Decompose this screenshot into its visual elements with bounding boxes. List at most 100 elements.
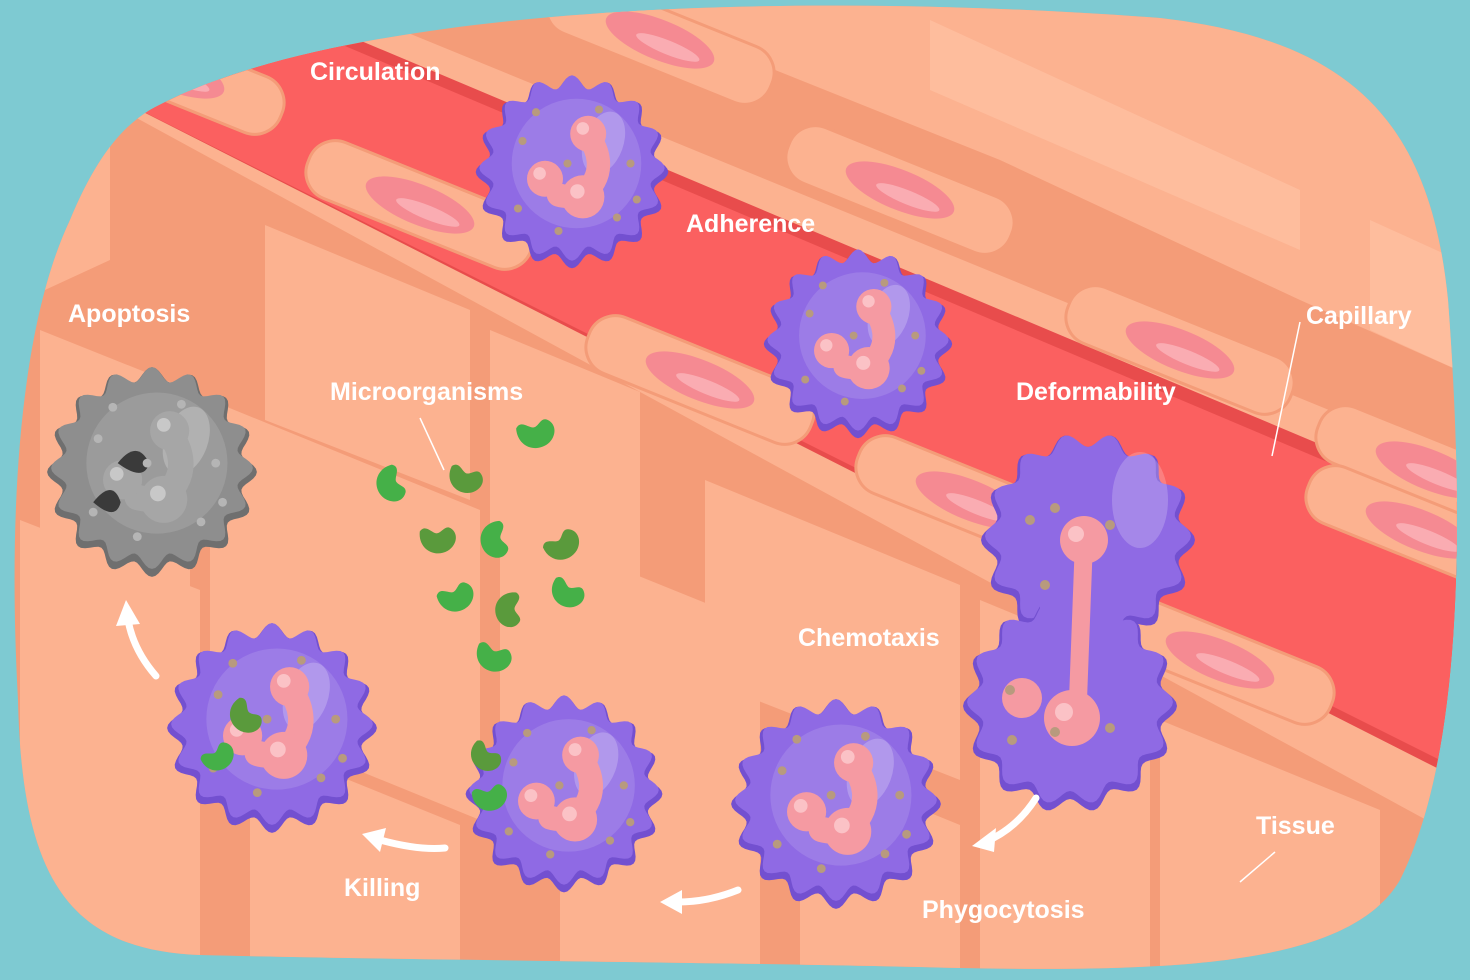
granule bbox=[818, 281, 827, 290]
label-deformability: Deformability bbox=[1016, 378, 1176, 406]
granule bbox=[142, 458, 152, 468]
nucleus bbox=[787, 743, 878, 855]
cycle-arrows bbox=[116, 600, 1040, 914]
microorganisms-pointer bbox=[419, 417, 445, 471]
labels: Circulation Adherence Capillary Deformab… bbox=[68, 58, 1412, 924]
granule bbox=[504, 827, 513, 836]
granule bbox=[88, 507, 98, 517]
granule bbox=[218, 497, 227, 507]
granule bbox=[1007, 735, 1017, 745]
label-capillary: Capillary bbox=[1306, 302, 1412, 330]
label-microorganisms: Microorganisms bbox=[330, 378, 523, 406]
label-phygocytosis: Phygocytosis bbox=[922, 896, 1085, 924]
microorganism bbox=[230, 697, 262, 733]
neutrophil-phygocytosis bbox=[731, 699, 941, 909]
tissue-cell bbox=[490, 330, 640, 590]
microorganism bbox=[516, 419, 555, 448]
granule bbox=[338, 753, 347, 763]
granule bbox=[316, 773, 326, 783]
granule bbox=[176, 399, 186, 409]
granule bbox=[619, 781, 628, 790]
neutrophils bbox=[47, 75, 1195, 909]
granule bbox=[880, 278, 889, 287]
microorganism bbox=[471, 784, 508, 811]
arrow-to-apoptosis-cell bbox=[362, 828, 449, 852]
granule bbox=[518, 136, 527, 146]
granule bbox=[546, 850, 555, 859]
neutrophil-killing bbox=[465, 695, 663, 893]
granule bbox=[1050, 727, 1060, 737]
granule bbox=[605, 836, 615, 845]
label-killing: Killing bbox=[344, 874, 420, 902]
granule bbox=[509, 758, 518, 767]
neutrophil-apoptosis bbox=[47, 367, 257, 577]
endothelial-cell bbox=[1104, 594, 1336, 726]
granule bbox=[523, 728, 532, 738]
neutrophil-deformability bbox=[963, 435, 1195, 811]
granule bbox=[777, 766, 787, 776]
tissue-cell bbox=[705, 480, 960, 780]
granule bbox=[252, 788, 262, 798]
granule bbox=[880, 849, 890, 859]
nucleus bbox=[814, 288, 896, 390]
granule bbox=[632, 195, 641, 204]
arrow-to-phygocytosis bbox=[972, 794, 1040, 852]
nucleus bbox=[518, 736, 603, 842]
granule bbox=[228, 658, 238, 668]
granule bbox=[902, 829, 911, 839]
tissue-cell bbox=[265, 225, 470, 500]
granule bbox=[262, 714, 272, 724]
microorganism bbox=[542, 529, 580, 560]
microorganism bbox=[476, 642, 512, 672]
granule bbox=[196, 517, 206, 527]
granule bbox=[626, 818, 635, 827]
endothelial-cell bbox=[784, 124, 1016, 256]
granule bbox=[1105, 520, 1115, 530]
granule bbox=[612, 213, 622, 222]
granule bbox=[792, 734, 802, 744]
granule bbox=[555, 781, 564, 790]
neutrophil-killing-done bbox=[167, 623, 377, 833]
granule bbox=[108, 402, 118, 412]
label-adherence: Adherence bbox=[686, 210, 815, 238]
granule bbox=[211, 458, 221, 468]
granule bbox=[917, 366, 926, 375]
microorganism bbox=[419, 527, 456, 554]
label-chemotaxis: Chemotaxis bbox=[798, 624, 940, 652]
granule bbox=[1040, 580, 1050, 590]
endothelial-cell bbox=[1064, 284, 1296, 416]
granule bbox=[513, 204, 523, 213]
granule bbox=[840, 397, 849, 406]
granule bbox=[1105, 723, 1115, 733]
microorganism bbox=[200, 742, 234, 771]
arrow-to-dead-cell bbox=[116, 600, 160, 680]
endothelial-cells bbox=[54, 5, 1457, 726]
granule bbox=[772, 839, 782, 849]
granule bbox=[594, 105, 604, 114]
granule bbox=[213, 690, 223, 700]
granule bbox=[849, 331, 858, 340]
granule bbox=[587, 726, 596, 735]
microorganism bbox=[480, 520, 509, 558]
granule bbox=[1050, 503, 1060, 513]
microorganism bbox=[495, 592, 521, 628]
tissue-cell bbox=[20, 520, 200, 969]
granule bbox=[554, 226, 563, 236]
endothelial-cell bbox=[304, 139, 536, 271]
microorganism bbox=[551, 577, 585, 608]
endothelial-cell bbox=[584, 314, 816, 446]
granule bbox=[816, 864, 826, 874]
granule bbox=[626, 159, 635, 168]
granule bbox=[296, 655, 306, 665]
microorganism bbox=[436, 582, 474, 612]
granule bbox=[331, 714, 341, 724]
capillary-pointer bbox=[1271, 321, 1301, 457]
granule bbox=[898, 384, 906, 393]
granule bbox=[1005, 685, 1015, 695]
label-tissue: Tissue bbox=[1256, 812, 1335, 840]
granule bbox=[911, 331, 920, 340]
granule bbox=[801, 375, 810, 384]
microorganisms bbox=[200, 419, 585, 811]
